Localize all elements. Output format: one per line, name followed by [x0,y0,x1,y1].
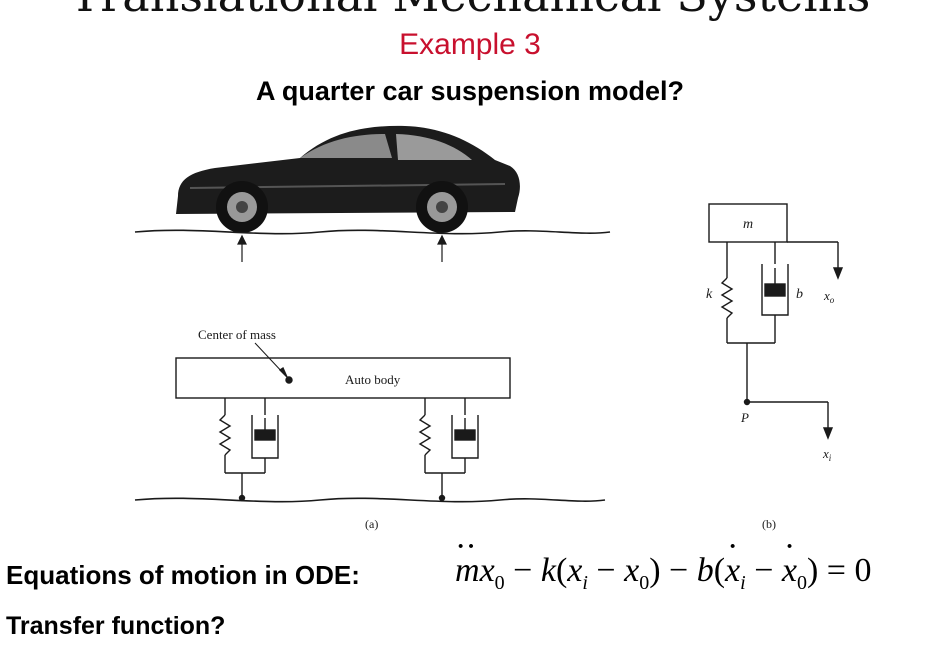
car-illustration [176,125,520,233]
road-top [134,229,611,235]
point-label: P [740,410,749,425]
spring-label: k [706,287,713,302]
input-label-sub: i [829,453,832,463]
caption-b: (b) [762,517,776,531]
diagram-a [134,342,606,503]
equations-label: Equations of motion in ODE: [6,560,360,590]
rear-wheel [416,181,468,233]
diagram-b [708,203,844,440]
example-heading: Example 3 [399,28,541,61]
auto-body-label: Auto body [345,372,401,387]
mass-label: m [743,217,753,232]
output-label-sub: o [830,295,835,305]
transfer-function-label: Transfer function? [6,612,226,640]
subtitle: A quarter car suspension model? [255,76,685,106]
output-label: xo [823,288,835,305]
caption-a: (a) [365,517,378,531]
road-input-arrows [237,234,447,262]
damper-label: b [796,287,803,302]
equation-of-motion: mx0 − k(xi − x0) − b(xi − x0) = 0 [455,552,871,595]
output-label-x: x [823,288,830,303]
front-wheel [216,181,268,233]
input-label: xi [822,446,832,463]
slide-title: Translational Mechanical Systems [0,0,940,22]
mass-block [708,203,788,243]
input-label-x: x [822,446,829,461]
center-of-mass-label: Center of mass [198,327,276,342]
